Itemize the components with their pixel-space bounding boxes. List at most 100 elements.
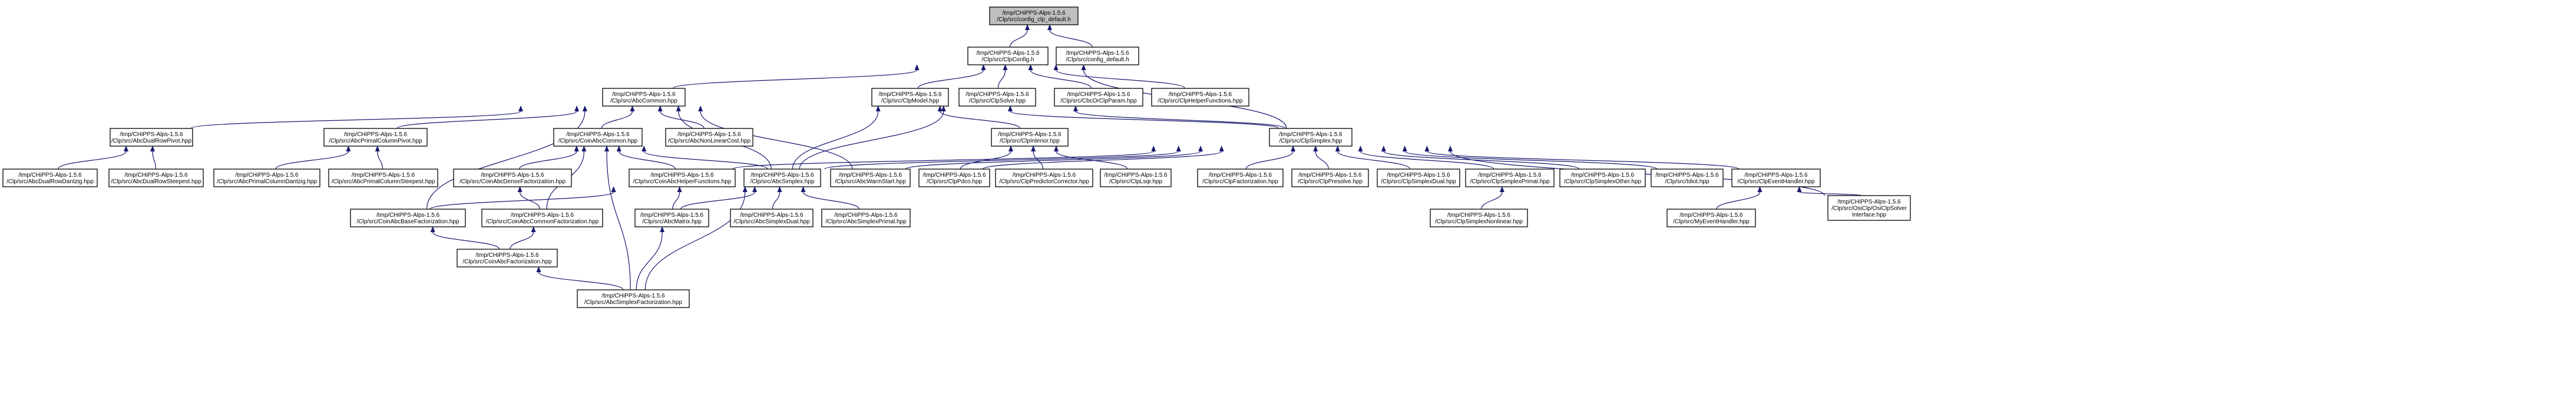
edge-CoinAbcFactorization-AbcSimplexFactorization bbox=[536, 266, 624, 290]
node-label-line2: /Clp/src/AbcPrimalColumnDantzig.hpp bbox=[217, 179, 318, 185]
node-ClpModel[interactable]: /tmp/CHiPPS-Alps-1.5.6/Clp/src/ClpModel.… bbox=[871, 88, 949, 107]
edge-CoinAbcDenseFactorization-CoinAbcCommonFactorization bbox=[517, 186, 541, 210]
node-box bbox=[958, 88, 1036, 107]
node-ClpInterior[interactable]: /tmp/CHiPPS-Alps-1.5.6/Clp/src/ClpInteri… bbox=[991, 128, 1069, 147]
node-label-line1: /tmp/CHiPPS-Alps-1.5.6 bbox=[1679, 212, 1743, 219]
node-ClpPdco[interactable]: /tmp/CHiPPS-Alps-1.5.6/Clp/src/ClpPdco.h… bbox=[918, 168, 990, 187]
node-CoinAbcBaseFactorization[interactable]: /tmp/CHiPPS-Alps-1.5.6/Clp/src/CoinAbcBa… bbox=[350, 209, 466, 227]
node-AbcWarmStart[interactable]: /tmp/CHiPPS-Alps-1.5.6/Clp/src/AbcWarmSt… bbox=[830, 168, 911, 187]
node-label-line2: /Clp/src/CoinAbcCommon.hpp bbox=[558, 138, 638, 144]
node-CoinAbcFactorization[interactable]: /tmp/CHiPPS-Alps-1.5.6/Clp/src/CoinAbcFa… bbox=[457, 249, 558, 267]
edge-AbcSimplex-AbcSimplexPrimal bbox=[801, 186, 860, 210]
node-ClpHelperFunctions[interactable]: /tmp/CHiPPS-Alps-1.5.6/Clp/src/ClpHelper… bbox=[1151, 88, 1249, 107]
edges-layer bbox=[58, 24, 1862, 290]
node-ClpFactorization[interactable]: /tmp/CHiPPS-Alps-1.5.6/Clp/src/ClpFactor… bbox=[1197, 168, 1284, 187]
node-label-line1: /tmp/CHiPPS-Alps-1.5.6 bbox=[834, 212, 898, 219]
node-config_default[interactable]: /tmp/CHiPPS-Alps-1.5.6/Clp/src/config_de… bbox=[1056, 47, 1139, 65]
node-label-line2: /Clp/src/AbcPrimalColumnSteepest.hpp bbox=[332, 179, 435, 185]
edge-ClpSimplex-ClpSimplexPrimal bbox=[1358, 146, 1494, 170]
node-ClpEventHandler[interactable]: /tmp/CHiPPS-Alps-1.5.6/Clp/src/ClpEventH… bbox=[1731, 168, 1821, 187]
node-box bbox=[730, 209, 814, 227]
node-box bbox=[328, 168, 438, 187]
node-label-line1: /tmp/CHiPPS-Alps-1.5.6 bbox=[998, 131, 1062, 138]
node-label-line1: /tmp/CHiPPS-Alps-1.5.6 bbox=[601, 293, 665, 299]
node-AbcDualRowDantzig[interactable]: /tmp/CHiPPS-Alps-1.5.6/Clp/src/AbcDualRo… bbox=[2, 168, 98, 187]
node-AbcSimplexFactorization[interactable]: /tmp/CHiPPS-Alps-1.5.6/Clp/src/AbcSimple… bbox=[577, 289, 690, 308]
node-label-line2: /Clp/src/ClpSimplexOther.hpp bbox=[1564, 179, 1642, 185]
node-MyEventHandler[interactable]: /tmp/CHiPPS-Alps-1.5.6/Clp/src/MyEventHa… bbox=[1666, 209, 1756, 227]
node-AbcCommon[interactable]: /tmp/CHiPPS-Alps-1.5.6/Clp/src/AbcCommon… bbox=[602, 88, 686, 107]
node-label-line1: /tmp/CHiPPS-Alps-1.5.6 bbox=[1447, 212, 1511, 219]
node-box bbox=[830, 168, 911, 187]
node-label-line1: /tmp/CHiPPS-Alps-1.5.6 bbox=[1571, 172, 1635, 179]
edge-ClpEventHandler-MyEventHandler bbox=[1716, 186, 1762, 210]
node-label-line1: /tmp/CHiPPS-Alps-1.5.6 bbox=[640, 212, 704, 219]
node-AbcDualRowSteepest[interactable]: /tmp/CHiPPS-Alps-1.5.6/Clp/src/AbcDualRo… bbox=[108, 168, 204, 187]
edge-root-ClpConfig bbox=[1009, 24, 1030, 48]
node-label-line2: /Clp/src/CoinAbcCommonFactorization.hpp bbox=[486, 219, 599, 225]
node-Idiot[interactable]: /tmp/CHiPPS-Alps-1.5.6/Clp/src/Idiot.hpp bbox=[1651, 168, 1724, 187]
edge-ClpSimplex-Idiot bbox=[1402, 146, 1658, 170]
node-AbcMatrix[interactable]: /tmp/CHiPPS-Alps-1.5.6/Clp/src/AbcMatrix… bbox=[634, 209, 709, 227]
node-CoinAbcCommon[interactable]: /tmp/CHiPPS-Alps-1.5.6/Clp/src/CoinAbcCo… bbox=[553, 128, 643, 147]
node-ClpSimplex[interactable]: /tmp/CHiPPS-Alps-1.5.6/Clp/src/ClpSimple… bbox=[1269, 128, 1353, 147]
node-ClpConfig[interactable]: /tmp/CHiPPS-Alps-1.5.6/Clp/src/ClpConfig… bbox=[967, 47, 1049, 65]
node-box bbox=[1377, 168, 1460, 187]
edge-CoinAbcCommon-CoinAbcDenseFactorization bbox=[519, 146, 579, 170]
node-label-line2: /Clp/src/ClpHelperFunctions.hpp bbox=[1158, 98, 1243, 104]
node-CoinAbcDenseFactorization[interactable]: /tmp/CHiPPS-Alps-1.5.6/Clp/src/CoinAbcDe… bbox=[453, 168, 572, 187]
node-label-line2: /Clp/src/Idiot.hpp bbox=[1665, 179, 1709, 185]
node-CoinAbcHelperFunctions[interactable]: /tmp/CHiPPS-Alps-1.5.6/Clp/src/CoinAbcHe… bbox=[629, 168, 736, 187]
node-CoinAbcCommonFactorization[interactable]: /tmp/CHiPPS-Alps-1.5.6/Clp/src/CoinAbcCo… bbox=[481, 209, 603, 227]
node-box bbox=[110, 128, 193, 147]
node-AbcSimplex[interactable]: /tmp/CHiPPS-Alps-1.5.6/Clp/src/AbcSimple… bbox=[743, 168, 821, 187]
edge-ClpModel-AbcSimplex bbox=[792, 105, 881, 170]
node-label-line2: /Clp/src/AbcCommon.hpp bbox=[610, 98, 677, 104]
edge-ClpInterior-ClpLsqr bbox=[1054, 146, 1128, 170]
node-box bbox=[989, 6, 1079, 25]
edge-ClpModel-ClpSimplex bbox=[1008, 105, 1279, 129]
edge-AbcCommon-AbcNonLinearCost bbox=[657, 105, 705, 129]
node-label-line2: /Clp/src/CoinAbcDenseFactorization.hpp bbox=[459, 179, 566, 185]
edge-ClpConfig-ClpModel bbox=[917, 64, 986, 89]
node-AbcSimplexDual[interactable]: /tmp/CHiPPS-Alps-1.5.6/Clp/src/AbcSimple… bbox=[730, 209, 814, 227]
node-label-line1: /tmp/CHiPPS-Alps-1.5.6 bbox=[352, 172, 415, 179]
edge-AbcPrimalColumnPivot-AbcPrimalColumnSteepest bbox=[375, 146, 383, 170]
node-ClpSolve[interactable]: /tmp/CHiPPS-Alps-1.5.6/Clp/src/ClpSolve.… bbox=[958, 88, 1036, 107]
node-ClpPredictorCorrector[interactable]: /tmp/CHiPPS-Alps-1.5.6/Clp/src/ClpPredic… bbox=[995, 168, 1093, 187]
node-ClpSimplexOther[interactable]: /tmp/CHiPPS-Alps-1.5.6/Clp/src/ClpSimple… bbox=[1559, 168, 1646, 187]
node-OsiClpSolverInterface[interactable]: /tmp/CHiPPS-Alps-1.5.6/Clp/src/OsiClp/Os… bbox=[1827, 195, 1911, 221]
node-AbcPrimalColumnDantzig[interactable]: /tmp/CHiPPS-Alps-1.5.6/Clp/src/AbcPrimal… bbox=[213, 168, 320, 187]
node-box bbox=[871, 88, 949, 107]
node-ClpLsqr[interactable]: /tmp/CHiPPS-Alps-1.5.6/Clp/src/ClpLsqr.h… bbox=[1100, 168, 1172, 187]
node-label-line1: /tmp/CHiPPS-Alps-1.5.6 bbox=[878, 91, 942, 98]
node-label-line1: /tmp/CHiPPS-Alps-1.5.6 bbox=[1837, 199, 1901, 206]
node-box bbox=[665, 128, 753, 147]
node-label-line2: /Clp/src/ClpSimplexPrimal.hpp bbox=[1470, 179, 1549, 185]
node-label-line1: /tmp/CHiPPS-Alps-1.5.6 bbox=[740, 212, 803, 219]
node-label-line2: /Clp/src/ClpPdco.hpp bbox=[927, 179, 982, 185]
node-label-line1: /tmp/CHiPPS-Alps-1.5.6 bbox=[376, 212, 440, 219]
node-ClpSimplexDual[interactable]: /tmp/CHiPPS-Alps-1.5.6/Clp/src/ClpSimple… bbox=[1377, 168, 1460, 187]
node-label-line2: /Clp/src/AbcSimplexFactorization.hpp bbox=[584, 299, 683, 306]
node-CbcOrClpParam[interactable]: /tmp/CHiPPS-Alps-1.5.6/Clp/src/CbcOrClpP… bbox=[1054, 88, 1143, 107]
node-label-line1: /tmp/CHiPPS-Alps-1.5.6 bbox=[650, 172, 714, 179]
node-AbcSimplexPrimal[interactable]: /tmp/CHiPPS-Alps-1.5.6/Clp/src/AbcSimple… bbox=[821, 209, 911, 227]
edge-AbcCommon-AbcDualRowPivot bbox=[190, 105, 523, 129]
node-AbcNonLinearCost[interactable]: /tmp/CHiPPS-Alps-1.5.6/Clp/src/AbcNonLin… bbox=[665, 128, 753, 147]
edge-AbcSimplex-AbcSimplexDual bbox=[772, 186, 782, 210]
node-AbcDualRowPivot[interactable]: /tmp/CHiPPS-Alps-1.5.6/Clp/src/AbcDualRo… bbox=[110, 128, 193, 147]
node-label-line2: /Clp/src/MyEventHandler.hpp bbox=[1673, 219, 1750, 225]
node-ClpSimplexPrimal[interactable]: /tmp/CHiPPS-Alps-1.5.6/Clp/src/ClpSimple… bbox=[1465, 168, 1555, 187]
node-label-line1: /tmp/CHiPPS-Alps-1.5.6 bbox=[1066, 50, 1129, 57]
node-root[interactable]: /tmp/CHiPPS-Alps-1.5.6/Clp/src/config_cl… bbox=[989, 6, 1079, 25]
node-label-line1: /tmp/CHiPPS-Alps-1.5.6 bbox=[976, 50, 1040, 57]
node-ClpPresolve[interactable]: /tmp/CHiPPS-Alps-1.5.6/Clp/src/ClpPresol… bbox=[1291, 168, 1369, 187]
node-AbcPrimalColumnPivot[interactable]: /tmp/CHiPPS-Alps-1.5.6/Clp/src/AbcPrimal… bbox=[323, 128, 428, 147]
edge-ClpSimplex-ClpEventHandler bbox=[1424, 146, 1740, 170]
node-AbcPrimalColumnSteepest[interactable]: /tmp/CHiPPS-Alps-1.5.6/Clp/src/AbcPrimal… bbox=[328, 168, 438, 187]
node-box bbox=[1151, 88, 1249, 107]
node-ClpSimplexNonlinear[interactable]: /tmp/CHiPPS-Alps-1.5.6/Clp/src/ClpSimple… bbox=[1430, 209, 1528, 227]
node-box bbox=[918, 168, 990, 187]
node-label-line1: /tmp/CHiPPS-Alps-1.5.6 bbox=[1655, 172, 1719, 179]
